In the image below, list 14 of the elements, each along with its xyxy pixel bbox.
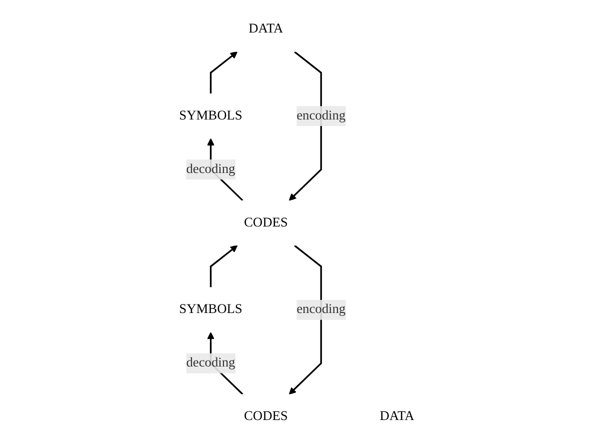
edge-label: decoding	[186, 356, 236, 370]
node-text: CODES	[244, 215, 288, 230]
node-text: DATA	[248, 22, 284, 36]
edge-label: encoding	[296, 108, 346, 123]
arrow	[289, 244, 322, 395]
edge-label: decoding	[186, 162, 236, 176]
arrow	[289, 51, 322, 201]
node-text: CODES	[244, 409, 288, 424]
node-text: DATA	[380, 409, 415, 424]
node-text: SYMBOLS	[179, 302, 243, 317]
arrow	[210, 51, 238, 94]
node-text: SYMBOLS	[179, 108, 243, 123]
arrow	[210, 245, 238, 288]
edge-label: encoding	[296, 302, 346, 317]
